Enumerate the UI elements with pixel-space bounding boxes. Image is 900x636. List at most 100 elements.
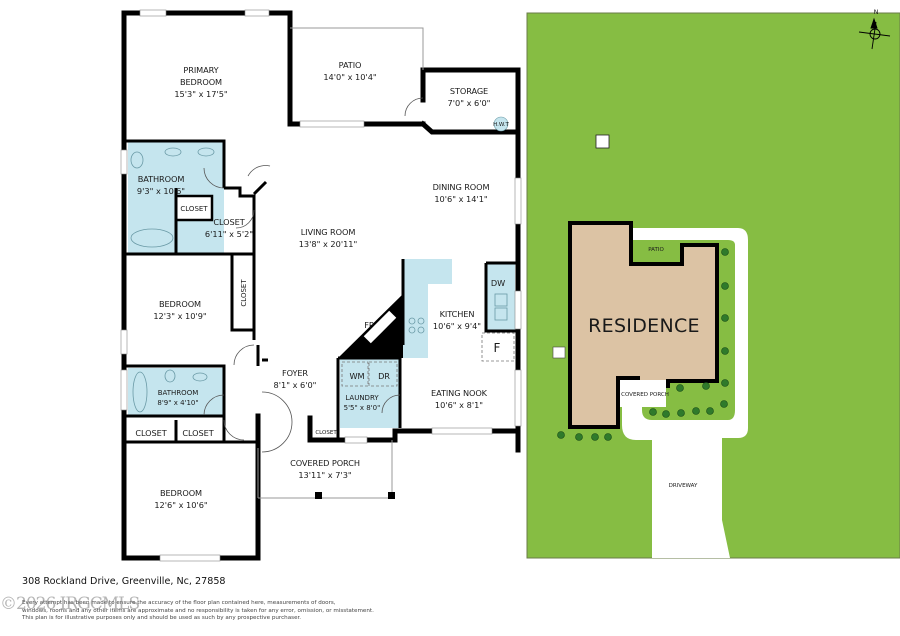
windows [120,9,522,562]
site-covered-porch [620,380,666,407]
fridge-outline [481,332,515,362]
shrubs [557,248,729,441]
shrub [721,347,729,355]
residence-footprint [568,221,719,429]
room-dimension: 10'6" x 8'1" [435,400,483,410]
fireplace [338,294,403,358]
room-name: STORAGE [450,86,488,96]
water-heater [493,116,509,132]
shrub [706,407,714,415]
driveway-and-walk [622,228,748,558]
toilet [130,151,144,169]
copyright-watermark: ©2026 IRGCMLS [0,594,140,614]
bathtub [132,371,148,413]
room-name: LIVING ROOM [301,227,356,237]
disclaimer-line: Every attempt has been made to ensure th… [22,600,336,606]
room-dimension: 7'0" x 6'0" [448,98,491,108]
room-name: CLOSET [135,428,167,438]
window [120,149,128,175]
disclaimer: Every attempt has been made to ensure th… [22,600,422,623]
bath-fixtures [130,147,508,413]
window [514,177,522,225]
room-dimension: 8'9" x 4'10" [157,399,198,407]
room-name: LAUNDRY [345,394,379,402]
disclaimer-line: This plan is for illustrative purposes o… [22,615,302,622]
washer-label: WM [350,371,365,381]
room-name: COVERED PORCH [290,458,360,468]
driveway-label: DRIVEWAY [669,483,698,489]
porch-post [388,492,395,499]
shrub [692,407,700,415]
room-dimension: 13'11" x 7'3" [298,470,351,480]
washer-outline [341,361,369,387]
room-dimension: 10'6" x 9'4" [433,321,481,331]
room-name: FOYER [282,368,308,378]
sliding-door [299,120,365,128]
site-covered-porch-label: COVERED PORCH [621,392,669,398]
fireplace-label: FP [364,320,374,330]
room-labels: PRIMARY BEDROOM 15'3" x 17'5" PATIO 14'0… [135,60,490,510]
shrub [604,433,612,441]
room-name: KITCHEN [440,309,475,319]
site-plan: PATIO RESIDENCE COVERED PORCH DRIVEWAY N [526,8,900,559]
laundry-fill [340,358,400,428]
room-name: BATHROOM [138,174,185,184]
room-name: CLOSET [180,205,208,213]
dryer-label: DR [378,371,390,381]
shrub [702,382,710,390]
stove-burner [417,317,425,325]
bathtub [130,228,174,248]
door-swing [223,419,245,441]
fridge-label: F [494,341,501,355]
shrub [721,379,729,387]
room-name: PRIMARY [183,65,219,75]
room-dimension: 15'3" x 17'5" [174,89,227,99]
property-address: 308 Rockland Drive, Greenville, Nc, 2785… [22,576,226,587]
room-name: CLOSET [240,279,248,307]
room-dimension: 10'6" x 14'1" [434,194,487,204]
disclaimer-line: windows, rooms and any other items are a… [22,607,374,614]
compass-north-label: N [874,8,879,16]
room-dimension: 5'5" x 8'0" [344,404,381,412]
doors [203,97,424,453]
toilet [164,369,176,383]
site-patio-label: PATIO [648,247,664,253]
door-swing [404,97,424,117]
sink [192,372,208,382]
window [431,427,493,435]
window [514,290,522,330]
sink-basin [494,307,508,321]
window [344,436,368,444]
stove-burner [417,326,425,334]
room-name: BEDROOM [159,299,201,309]
room-dimension: 9'3" x 10'6" [137,186,185,196]
window [514,369,522,427]
shrub [662,410,670,418]
fixture-labels: H.W.T FP WM DR DW F [350,122,510,381]
window [120,329,128,355]
dishwasher-label: DW [491,278,505,288]
room-dimension: 13'8" x 20'11" [299,239,358,249]
room-name: CLOSET [182,428,214,438]
sink [164,147,182,157]
entry-door-swing [261,391,293,453]
door-swing [203,394,225,416]
shrub [721,248,729,256]
floor-plan: PRIMARY BEDROOM 15'3" x 17'5" PATIO 14'0… [120,9,522,562]
stove-burner [408,326,416,334]
exterior-walls [121,10,521,561]
room-name: BEDROOM [160,488,202,498]
window [120,369,128,411]
door-swing [233,344,255,366]
room-name: PATIO [339,60,362,70]
room-name: EATING NOOK [431,388,488,398]
kitchen-counter-fill [403,259,452,358]
fireplace-insert [363,310,397,344]
window [244,9,270,17]
appliance-outlines [341,332,515,387]
shrub [557,431,565,439]
dryer-outline [368,361,398,387]
door-swing [203,167,225,189]
kitchen-sink-counter-fill [486,263,515,331]
